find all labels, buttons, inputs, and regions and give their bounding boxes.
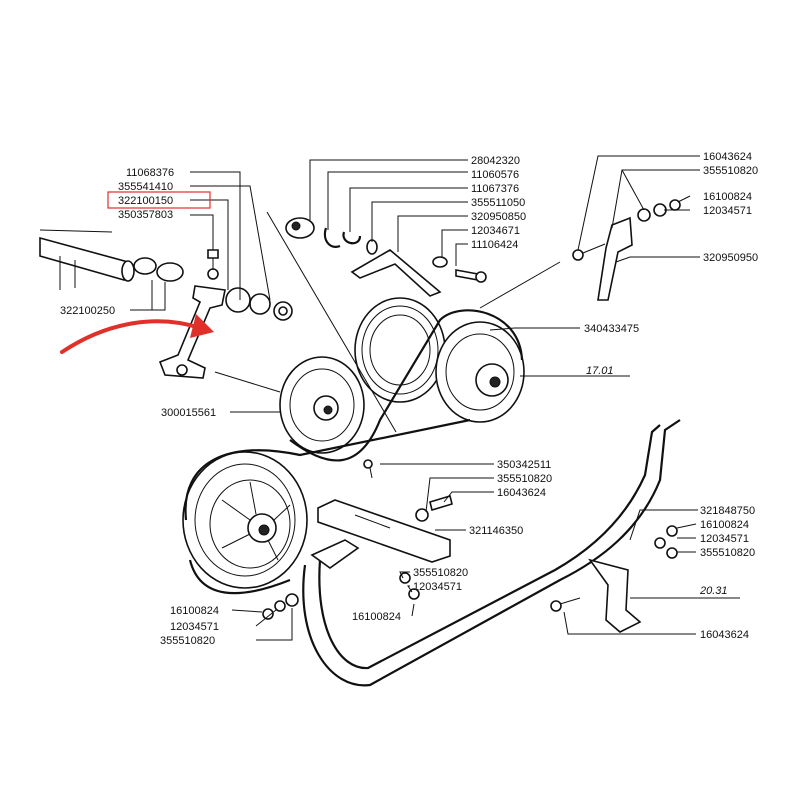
part-label-321146350[interactable]: 321146350 (469, 525, 523, 537)
part-label-322100250[interactable]: 322100250 (60, 305, 115, 317)
top-right-bracket (572, 199, 681, 301)
part-label-355510820-left[interactable]: 355510820 (160, 635, 215, 647)
part-label-11068376[interactable]: 11068376 (126, 167, 174, 179)
part-label-11067376[interactable]: 11067376 (471, 183, 519, 195)
part-label-12034671[interactable]: 12034671 (471, 225, 520, 237)
leader-lines (130, 155, 740, 641)
part-label-12034571-left[interactable]: 12034571 (170, 621, 219, 633)
part-label-16043624-bottom[interactable]: 16043624 (700, 629, 749, 641)
part-label-355510820-mid[interactable]: 355510820 (497, 473, 552, 485)
red-pointer-arrow-icon (60, 314, 214, 354)
lower-pulley (182, 451, 308, 589)
guide-plate (317, 499, 451, 563)
part-label-320950850[interactable]: 320950850 (471, 211, 526, 223)
part-label-11060576[interactable]: 11060576 (471, 169, 519, 181)
reference-label-20-31[interactable]: 20.31 (699, 585, 728, 597)
part-label-11106424[interactable]: 11106424 (471, 239, 518, 251)
part-label-300015561[interactable]: 300015561 (161, 407, 216, 419)
part-number-labels: 11068376 355541410 322100150 350357803 3… (60, 151, 758, 647)
part-label-340433475[interactable]: 340433475 (584, 323, 639, 335)
part-label-355510820-top[interactable]: 355510820 (703, 165, 758, 177)
part-label-12034571-right[interactable]: 12034571 (700, 533, 749, 545)
part-label-320950950[interactable]: 320950950 (703, 252, 758, 264)
part-label-350342511[interactable]: 350342511 (497, 459, 551, 471)
part-label-16043624-top[interactable]: 16043624 (703, 151, 752, 163)
part-label-16100824-left[interactable]: 16100824 (170, 605, 219, 617)
drive-belts (184, 309, 524, 595)
part-label-355511050[interactable]: 355511050 (471, 197, 525, 209)
part-label-355510820-right[interactable]: 355510820 (700, 547, 755, 559)
part-label-321848750[interactable]: 321848750 (700, 505, 755, 517)
part-label-355541410[interactable]: 355541410 (118, 181, 173, 193)
middle-pulley (279, 356, 365, 454)
part-label-16100824-center[interactable]: 16100824 (352, 611, 401, 623)
top-center-hardware (285, 217, 487, 297)
reference-label-17-01[interactable]: 17.01 (586, 365, 614, 377)
part-label-12034571-center[interactable]: 12034571 (413, 581, 462, 593)
part-label-355510820-center[interactable]: 355510820 (413, 567, 468, 579)
shaft-assembly (39, 229, 184, 290)
selected-part-highlight-box (107, 191, 211, 209)
part-label-322100150[interactable]: 322100150 (118, 195, 173, 207)
part-label-12034571-top[interactable]: 12034571 (703, 205, 752, 217)
upper-pulley (354, 297, 525, 423)
part-label-28042320[interactable]: 28042320 (471, 155, 520, 167)
part-label-16043624-mid[interactable]: 16043624 (497, 487, 546, 499)
part-label-16100824-top[interactable]: 16100824 (703, 191, 752, 203)
part-label-16100824-right[interactable]: 16100824 (700, 519, 749, 531)
part-label-350357803[interactable]: 350357803 (118, 209, 173, 221)
belt-guard-frame (262, 419, 681, 687)
